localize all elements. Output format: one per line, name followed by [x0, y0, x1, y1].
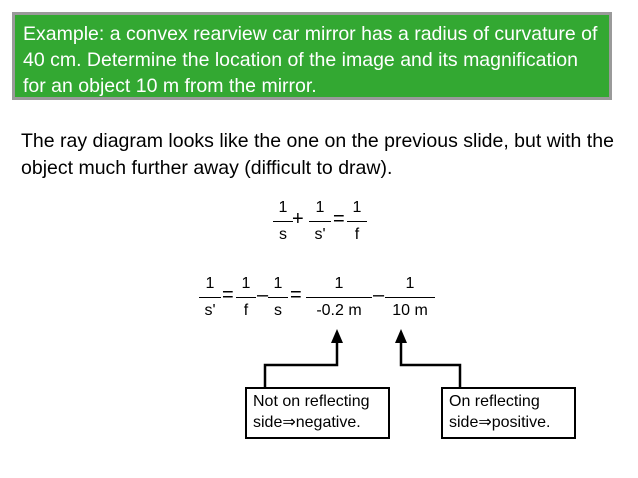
right-arrow — [399, 338, 462, 387]
fraction-lhs: 1 s' — [199, 272, 221, 323]
fraction-one-over-s: 1 s — [273, 196, 293, 247]
fraction-one-over-s-prime: 1 s' — [309, 196, 331, 247]
note-negative-line1: Not on reflecting — [253, 393, 370, 410]
intro-text: The ray diagram looks like the one on th… — [21, 130, 614, 179]
note-positive-line2: side⇒positive. — [449, 414, 551, 431]
left-arrow — [263, 338, 339, 387]
equals-sign: = — [333, 208, 345, 230]
fraction-one-over-s: 1 s — [268, 272, 288, 323]
minus-sign-1: – — [257, 284, 269, 306]
fraction-one-over-f: 1 f — [347, 196, 367, 247]
note-positive-line1: On reflecting — [449, 393, 540, 410]
note-negative-line2: side⇒negative. — [253, 414, 361, 431]
example-text: Example: a convex rearview car mirror ha… — [23, 23, 598, 97]
plus-sign: + — [292, 208, 304, 230]
equals-sign-1: = — [222, 284, 234, 306]
minus-sign-2: – — [373, 284, 385, 306]
right-arrowhead — [395, 329, 407, 343]
fraction-one-over-f: 1 f — [236, 272, 256, 323]
fraction-one-over-negative-focal: 1 -0.2 m — [306, 272, 372, 323]
example-box: Example: a convex rearview car mirror ha… — [12, 12, 612, 100]
note-negative: Not on reflecting side⇒negative. — [245, 387, 390, 439]
left-arrowhead — [331, 329, 343, 343]
note-positive: On reflecting side⇒positive. — [441, 387, 576, 439]
equals-sign-2: = — [290, 284, 302, 306]
fraction-one-over-object-distance: 1 10 m — [385, 272, 435, 323]
